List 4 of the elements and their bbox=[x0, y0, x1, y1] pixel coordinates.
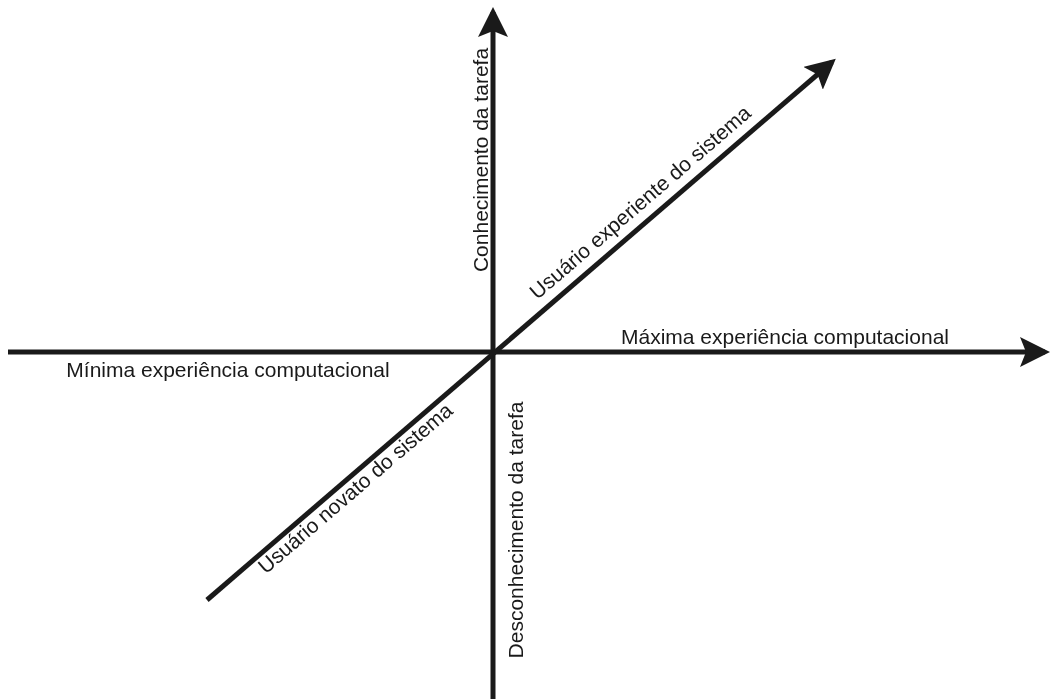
axis-label: Máxima experiência computacional bbox=[621, 325, 949, 347]
axis-label: Desconhecimento da tarefa bbox=[504, 401, 526, 659]
axis-label: Mínima experiência computacional bbox=[66, 358, 390, 380]
axis-label: Conhecimento da tarefa bbox=[469, 47, 491, 273]
